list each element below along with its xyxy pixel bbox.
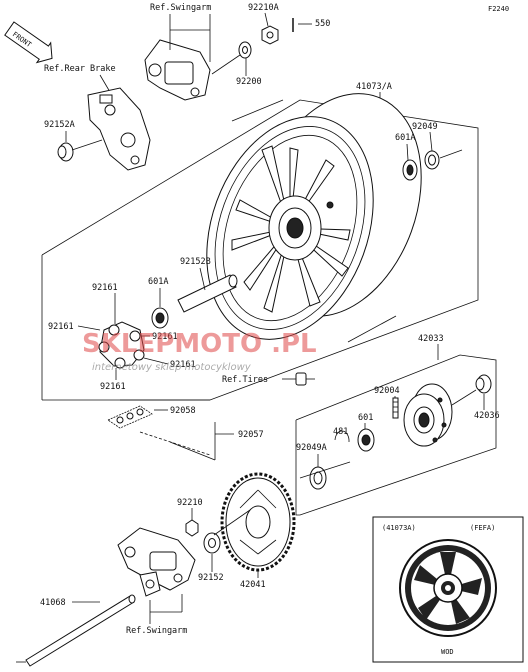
part-481[interactable]: 481 [333, 427, 348, 437]
part-92200[interactable]: 92200 [236, 77, 262, 87]
part-92161-c[interactable]: 92161 [152, 332, 178, 342]
collar-92152 [203, 532, 221, 554]
part-92049A[interactable]: 92049A [296, 443, 327, 453]
part-92057[interactable]: 92057 [238, 430, 264, 440]
coupling-hub [403, 383, 453, 447]
part-92210A[interactable]: 92210A [248, 3, 279, 13]
ref-swingarm-bottom[interactable]: Ref.Swingarm [126, 626, 187, 636]
part-92161-b[interactable]: 92161 [48, 322, 74, 332]
stud-92004 [392, 397, 399, 419]
swingarm-bracket-top [144, 39, 211, 101]
hub-dampers [98, 321, 145, 369]
bearing-601A [151, 307, 169, 329]
inset-wheel-icon [399, 539, 497, 637]
part-42036[interactable]: 42036 [474, 411, 500, 421]
part-42033[interactable]: 42033 [418, 334, 444, 344]
rear-axle [25, 594, 136, 667]
part-92161-a[interactable]: 92161 [92, 283, 118, 293]
tire-valve [295, 372, 315, 386]
inset-right-label: (FEFA) [470, 524, 495, 532]
inset-wheel-box: (41073A) (FEFA) WOD [372, 516, 524, 663]
front-arrow-icon: FRONT [4, 21, 53, 64]
part-601A-top[interactable]: 601A [395, 133, 415, 143]
part-92058[interactable]: 92058 [170, 406, 196, 416]
part-42041[interactable]: 42041 [240, 580, 266, 590]
chain-adjuster-set [107, 405, 153, 429]
inset-left-label: (41073A) [382, 524, 416, 532]
bearing-601A-top [402, 159, 418, 181]
nut-92210A [261, 25, 279, 45]
collar-92152A [57, 142, 74, 162]
part-41073A[interactable]: 41073/A [356, 82, 392, 92]
part-92152B[interactable]: 92152B [180, 257, 211, 267]
part-92004[interactable]: 92004 [374, 386, 400, 396]
rear-wheel [206, 93, 422, 343]
part-92152A[interactable]: 92152A [44, 120, 75, 130]
bearing-601 [357, 428, 375, 452]
part-92161-d[interactable]: 92161 [170, 360, 196, 370]
rear-sprocket [220, 472, 296, 572]
inset-caption: WOD [441, 648, 454, 656]
swingarm-bracket-bottom [117, 527, 196, 597]
seal-92049 [424, 150, 440, 170]
diagram-code: F2240 [488, 5, 509, 13]
nut-92210 [185, 519, 199, 537]
collar-92152B [177, 274, 238, 313]
part-92210[interactable]: 92210 [177, 498, 203, 508]
part-550[interactable]: 550 [315, 19, 330, 29]
ref-tires[interactable]: Ref.Tires [222, 375, 268, 385]
part-92152[interactable]: 92152 [198, 573, 224, 583]
circlip-481 [334, 430, 350, 443]
part-41068[interactable]: 41068 [40, 598, 66, 608]
collar-42036 [475, 374, 492, 394]
drive-chain [139, 431, 216, 461]
ref-swingarm-top[interactable]: Ref.Swingarm [150, 3, 211, 13]
watermark-main: SKLEPMOTO .PL [82, 329, 317, 359]
part-601A[interactable]: 601A [148, 277, 168, 287]
part-92049[interactable]: 92049 [412, 122, 438, 132]
washer-92200 [238, 41, 252, 59]
part-92161-e[interactable]: 92161 [100, 382, 126, 392]
ref-rear-brake[interactable]: Ref.Rear Brake [44, 64, 116, 74]
watermark-sub: internetowy sklep motocyklowy [92, 362, 252, 373]
rear-brake-bracket [87, 87, 151, 171]
part-601[interactable]: 601 [358, 413, 373, 423]
